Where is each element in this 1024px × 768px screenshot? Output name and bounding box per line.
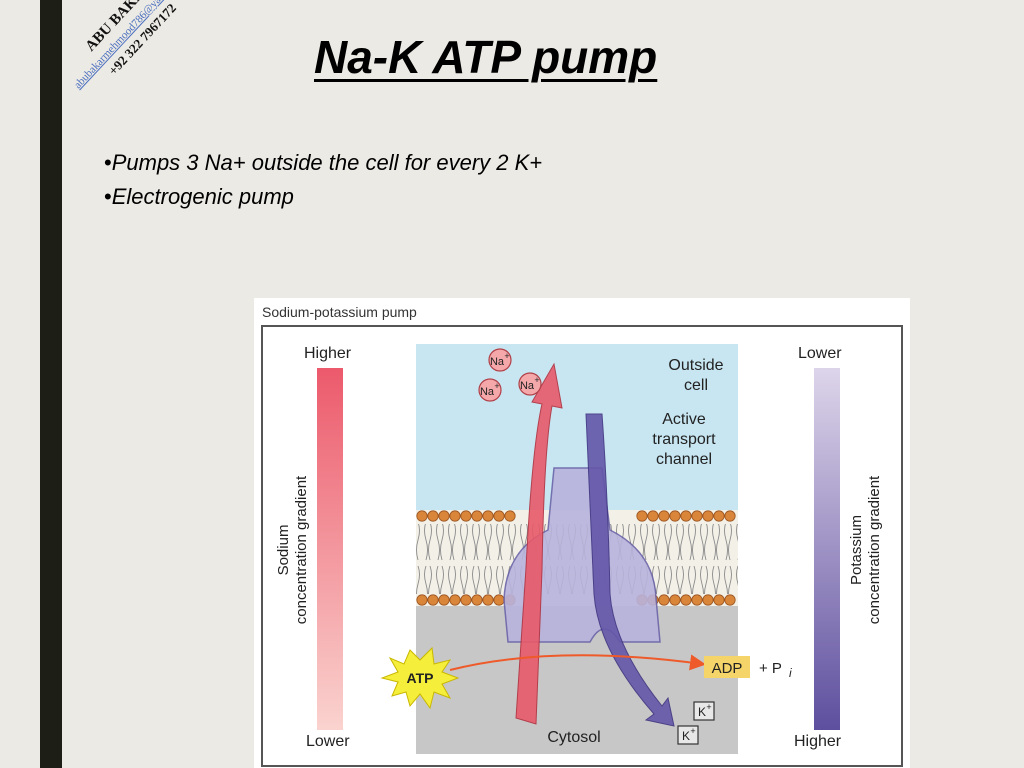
atp-hydrolysis-arrow [449,654,706,671]
svg-text:+: + [706,702,711,712]
sodium-ion: Na + [488,348,512,372]
phospholipid-head [647,510,659,522]
phospholipid-head [460,594,472,606]
potassium-ion: K + [677,725,699,745]
phospholipid-head [669,594,681,606]
channel-label-1: Active [662,411,706,428]
phospholipid-head [713,510,725,522]
potassium-gradient-label-2: concentration gradient [866,475,883,624]
phospholipid-head [416,510,428,522]
phospholipid-head [493,510,505,522]
outside-cell-label-1: Outside [668,357,723,374]
potassium-gradient-bar [814,368,840,730]
svg-text:+: + [504,351,509,361]
left-accent-bar [40,0,62,768]
phospholipid-head [471,594,483,606]
sodium-gradient-bar [317,368,343,730]
atp-burst [380,646,460,710]
sodium-flow-arrow [515,362,563,725]
atp-label: ATP [407,670,434,686]
potassium-flow-arrow [585,413,675,727]
phospholipid-head [449,594,461,606]
phospholipid-head [449,510,461,522]
phospholipid-head [438,594,450,606]
phospholipid-head [669,510,681,522]
cytosol-label: Cytosol [547,729,600,746]
phospholipid-head [680,510,692,522]
phospholipid-head [691,594,703,606]
sodium-gradient-top: Higher [304,345,352,362]
phospholipid-head [724,594,736,606]
slide-title: Na-K ATP pump [314,31,658,83]
sodium-gradient-label-1: Sodium [275,525,292,576]
phospholipid-head [416,594,428,606]
phospholipid-head [493,594,505,606]
adp-box [704,656,750,678]
phospholipid-head [427,510,439,522]
potassium-gradient-bottom: Higher [794,733,842,750]
svg-text:K: K [698,705,706,719]
diagram-title: Sodium-potassium pump [262,304,417,320]
phospholipid-head [482,594,494,606]
channel-label-2: transport [652,431,716,448]
sodium-ion: Na + [518,372,542,396]
channel-label-3: channel [656,451,712,468]
sodium-gradient-label-2: concentration gradient [293,475,310,624]
phospholipid-head [438,510,450,522]
bullet-item: Electrogenic pump [104,180,542,214]
potassium-ion: K + [693,701,715,721]
phospholipid-head [713,594,725,606]
phospholipid-head [702,594,714,606]
svg-text:Na: Na [490,356,505,368]
svg-text:+: + [534,375,539,385]
phospholipid-head [504,510,516,522]
svg-text:+: + [494,381,499,391]
bullet-item: Pumps 3 Na+ outside the cell for every 2… [104,146,542,180]
phospholipid-head [471,510,483,522]
svg-text:+: + [690,726,695,736]
svg-text:K: K [682,729,690,743]
svg-text:Na: Na [520,380,535,392]
phospholipid-head [724,510,736,522]
potassium-gradient-top: Lower [798,345,842,362]
adp-label: ADP [712,660,743,677]
bullet-list: Pumps 3 Na+ outside the cell for every 2… [104,146,542,214]
phospholipid-head [702,510,714,522]
pump-diagram: Sodium-potassium pump Higher Lower Sodiu… [261,304,903,767]
phospholipid-head [658,510,670,522]
phospholipid-head [460,510,472,522]
phospholipid-head [658,594,670,606]
phospholipid-head [427,594,439,606]
potassium-gradient-label-1: Potassium [848,515,865,585]
phospholipid-head [636,510,648,522]
sodium-ion: Na + [478,378,502,402]
phospholipid-head [680,594,692,606]
sodium-gradient-bottom: Lower [306,733,350,750]
phosphate-label: + P [759,660,782,677]
svg-text:Na: Na [480,386,495,398]
outside-cell-label-2: cell [684,377,708,394]
phosphate-subscript: i [789,666,792,680]
sodium-potassium-pump-figure: Sodium-potassium pump Higher Lower Sodiu… [254,298,910,768]
phospholipid-head [482,510,494,522]
phospholipid-head [691,510,703,522]
author-watermark: ABU BAKAR abubakarmehmood786@yahoo.com +… [58,0,230,103]
